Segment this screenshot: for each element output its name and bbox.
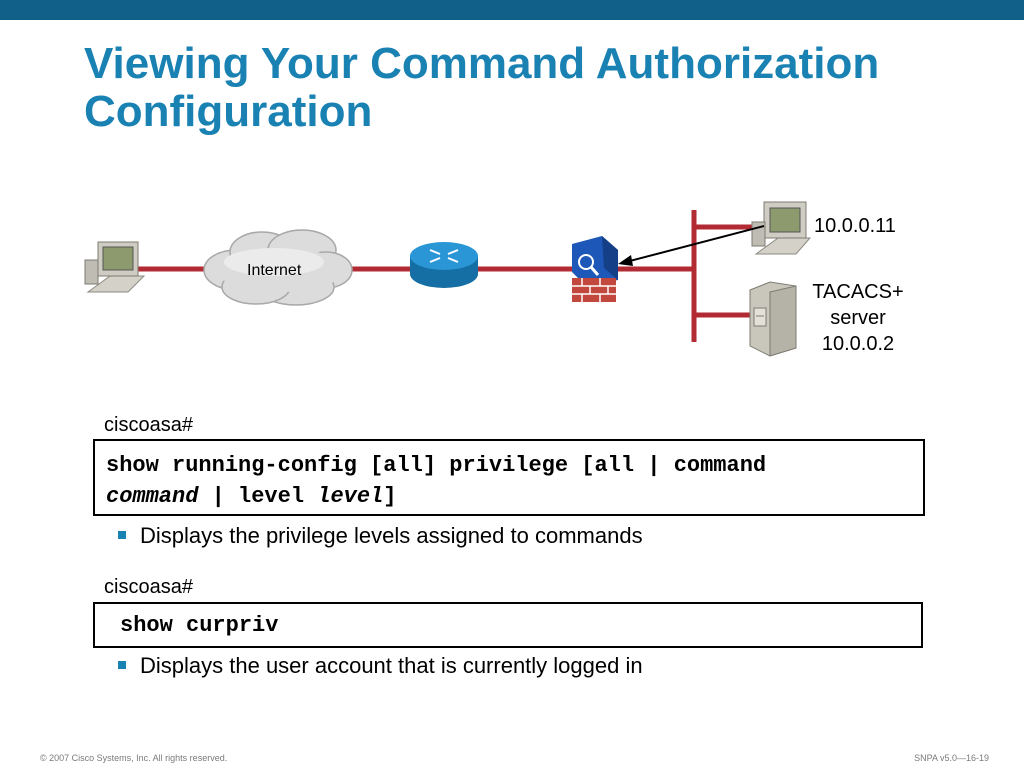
footer-copyright: © 2007 Cisco Systems, Inc. All rights re…	[40, 753, 228, 763]
bullet-square-icon	[118, 661, 126, 669]
slide-title-line2: Configuration	[84, 87, 373, 136]
slide-title-line1: Viewing Your Command Authorization	[84, 39, 880, 88]
command-line-2: command | level level]	[106, 481, 923, 512]
client-pc-icon	[751, 201, 812, 255]
command-curpriv: show curpriv	[120, 613, 279, 638]
bullet-text-1: Displays the privilege levels assigned t…	[140, 523, 643, 548]
server-icon	[749, 281, 797, 357]
internet-label: Internet	[247, 262, 302, 279]
bullet-item-2: Displays the user account that is curren…	[118, 653, 643, 679]
command-box-curpriv: show curpriv	[93, 602, 923, 648]
server-label: TACACS+ server 10.0.0.2	[796, 279, 920, 357]
cloud-icon	[203, 229, 353, 306]
network-diagram	[84, 201, 812, 357]
bullet-square-icon	[118, 531, 126, 539]
router-icon	[410, 242, 478, 288]
client-ip-label: 10.0.0.11	[814, 215, 896, 237]
slide-title: Viewing Your Command Authorization Confi…	[84, 40, 879, 136]
bullet-text-2: Displays the user account that is curren…	[140, 653, 643, 678]
bullet-item-1: Displays the privilege levels assigned t…	[118, 523, 643, 549]
footer-slide-id: SNPA v5.0—16-19	[914, 753, 989, 763]
command-arg: command	[106, 484, 199, 509]
prompt-label-1: ciscoasa#	[104, 414, 193, 436]
prompt-label-2: ciscoasa#	[104, 576, 193, 598]
header-bar	[0, 0, 1024, 20]
command-close-bracket: ]	[383, 484, 397, 509]
command-line-1: show running-config [all] privilege [all…	[106, 453, 767, 478]
pc-icon	[84, 241, 146, 293]
server-label-line1: TACACS+	[812, 281, 904, 303]
server-label-line3: 10.0.0.2	[821, 333, 895, 355]
command-separator: | level	[198, 484, 318, 509]
firewall-icon	[572, 236, 618, 302]
command-box-privilege: show running-config [all] privilege [all…	[93, 439, 925, 516]
auth-arrow	[618, 225, 765, 266]
level-arg: level	[317, 484, 384, 509]
server-label-line2: server	[830, 307, 886, 329]
